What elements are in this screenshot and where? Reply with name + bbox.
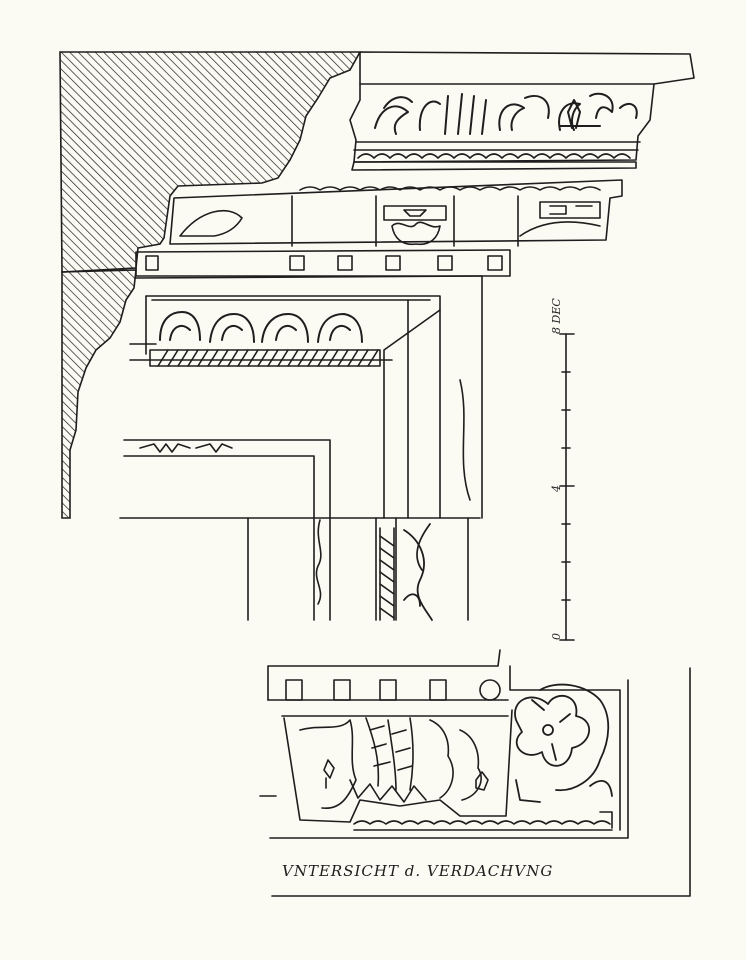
scroll-ornament-vertical — [403, 523, 433, 621]
drawing-caption: VNTERSICHT d. VERDACHVNG — [282, 862, 553, 880]
soffit-quatrefoil-rosette — [514, 683, 613, 803]
scale-label-bottom: 0 — [550, 633, 563, 640]
soffit-wave-band — [353, 811, 613, 831]
cornice-crown — [349, 51, 695, 163]
rope-moulding-vertical — [379, 527, 395, 621]
door-frame-lower — [119, 517, 481, 621]
dentil-row — [135, 249, 511, 277]
scale-bar — [559, 333, 575, 641]
egg-dart-frieze — [159, 311, 363, 343]
wall-section-hatching-lower — [61, 269, 137, 519]
scale-label-mid: 4 — [550, 485, 563, 493]
soffit-acanthus-panel — [283, 709, 513, 823]
rope-moulding-horizontal — [149, 349, 381, 367]
door-frame-inner — [123, 439, 331, 621]
soffit-dentils — [285, 679, 501, 701]
soffit-frame — [259, 649, 691, 897]
palmette-frieze — [374, 92, 638, 135]
modillion-course — [169, 179, 623, 247]
wave-band-top — [351, 153, 637, 171]
scale-label-top: 8 DEC — [550, 298, 563, 334]
wall-section-hatching — [59, 51, 362, 273]
door-frame-upper — [129, 275, 483, 519]
